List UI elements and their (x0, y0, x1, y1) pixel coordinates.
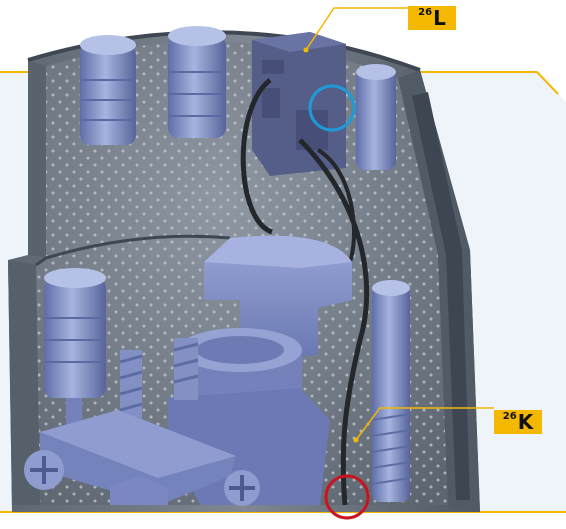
lower-magnet-right (371, 280, 411, 502)
upper-magnet-right (356, 64, 396, 170)
cable-middle (316, 148, 356, 263)
housing-right-wall-slot (412, 92, 470, 500)
leader-dot-26k (353, 437, 359, 443)
upper-magnet-left (80, 35, 136, 145)
housing-left-wall (8, 260, 40, 505)
cable-long (298, 138, 370, 506)
callout-26k-letter: K (517, 410, 534, 434)
leader-dot-26l (303, 47, 309, 53)
screw-left (24, 450, 64, 490)
leader-line-26k (355, 407, 494, 441)
lower-magnet-left (44, 268, 106, 428)
highlight-circle-blue (308, 84, 356, 132)
upper-magnet-middle (168, 26, 226, 138)
base-plate (40, 410, 236, 505)
highlight-circle-red (324, 474, 370, 520)
leader-line-26l (305, 7, 408, 51)
hex-nut (110, 476, 168, 505)
spring-center (173, 338, 199, 400)
callout-26l-letter: L (433, 6, 446, 30)
connector-block (252, 32, 346, 176)
cable-left (240, 78, 274, 235)
callout-26k-prefix: 26 (502, 411, 517, 422)
round-boss (168, 328, 330, 505)
screw-right (224, 470, 260, 506)
housing-left-top-wall (28, 60, 46, 258)
housing-lower-rim (35, 234, 231, 267)
callout-26l-prefix: 26 (418, 7, 433, 18)
